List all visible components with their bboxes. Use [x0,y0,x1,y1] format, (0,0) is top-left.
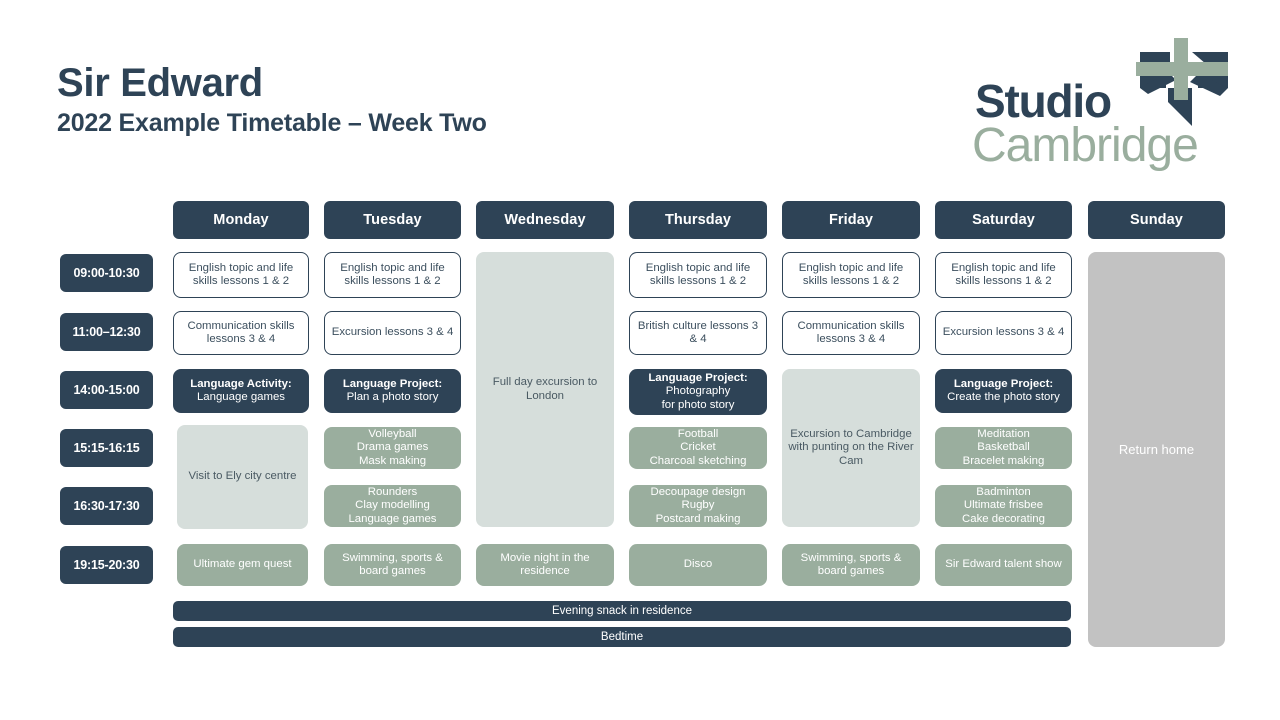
cell-sunday-return-home[interactable]: Return home [1088,252,1225,647]
cell-tuesday-0900[interactable]: English topic and life skills lessons 1 … [324,252,461,298]
footer-bar-bedtime[interactable]: Bedtime [173,627,1071,647]
cell-thursday-1915[interactable]: Disco [629,544,767,586]
cell-lead: Language Project: [953,377,1054,390]
day-header-wednesday: Wednesday [476,201,614,239]
cell-tuesday-1100[interactable]: Excursion lessons 3 & 4 [324,311,461,355]
cell-lead: Language Project: [648,371,748,384]
cell-tuesday-1400[interactable]: Language Project:Plan a photo story [324,369,461,413]
cell-wednesday-1915[interactable]: Movie night in the residence [476,544,614,586]
cell-friday-1100[interactable]: Communication skills lessons 3 & 4 [782,311,920,355]
cell-wednesday-full-day[interactable]: Full day excursion to London [476,252,614,527]
cell-lead: Language Activity: [190,377,292,390]
page-title: Sir Edward [57,61,263,105]
day-header-sunday: Sunday [1088,201,1225,239]
time-chip-1630-1730: 16:30-17:30 [60,487,153,525]
cell-monday-0900[interactable]: English topic and life skills lessons 1 … [173,252,309,298]
cell-thursday-1100[interactable]: British culture lessons 3 & 4 [629,311,767,355]
cell-monday-1915[interactable]: Ultimate gem quest [177,544,308,586]
studio-cambridge-logo: Studio Cambridge [972,30,1230,170]
cell-body: Create the photo story [947,391,1060,403]
day-header-friday: Friday [782,201,920,239]
page-subtitle: 2022 Example Timetable – Week Two [57,109,487,137]
time-chip-1400-1500: 14:00-15:00 [60,371,153,409]
logo-word-studio: Studio [975,75,1112,127]
footer-bar-evening-snack[interactable]: Evening snack in residence [173,601,1071,621]
logo-word-cambridge: Cambridge [972,119,1199,172]
cell-friday-afternoon-excursion[interactable]: Excursion to Cambridge with punting on t… [782,369,920,527]
header-title-block: Sir Edward 2022 Example Timetable – Week… [57,62,487,138]
cell-saturday-1100[interactable]: Excursion lessons 3 & 4 [935,311,1072,355]
cell-monday-1100[interactable]: Communication skills lessons 3 & 4 [173,311,309,355]
day-header-thursday: Thursday [629,201,767,239]
time-chip-0900-1030: 09:00-10:30 [60,254,153,292]
cell-monday-1400[interactable]: Language Activity:Language games [173,369,309,413]
cell-tuesday-1915[interactable]: Swimming, sports & board games [324,544,461,586]
cell-monday-afternoon-excursion[interactable]: Visit to Ely city centre [177,425,308,529]
cell-saturday-0900[interactable]: English topic and life skills lessons 1 … [935,252,1072,298]
cell-saturday-1400[interactable]: Language Project:Create the photo story [935,369,1072,413]
day-header-saturday: Saturday [935,201,1072,239]
cell-lead: Language Project: [342,377,443,390]
cell-thursday-0900[interactable]: English topic and life skills lessons 1 … [629,252,767,298]
cell-friday-0900[interactable]: English topic and life skills lessons 1 … [782,252,920,298]
union-jack-pennant-icon [1136,38,1228,126]
cell-saturday-1915[interactable]: Sir Edward talent show [935,544,1072,586]
time-chip-1515-1615: 15:15-16:15 [60,429,153,467]
cell-body: Plan a photo story [346,391,439,403]
time-chip-1915-2030: 19:15-20:30 [60,546,153,584]
cell-friday-1915[interactable]: Swimming, sports & board games [782,544,920,586]
time-chip-1100-1230: 11:00–12:30 [60,313,153,351]
day-header-monday: Monday [173,201,309,239]
cell-body: Language games [196,391,286,403]
day-header-tuesday: Tuesday [324,201,461,239]
